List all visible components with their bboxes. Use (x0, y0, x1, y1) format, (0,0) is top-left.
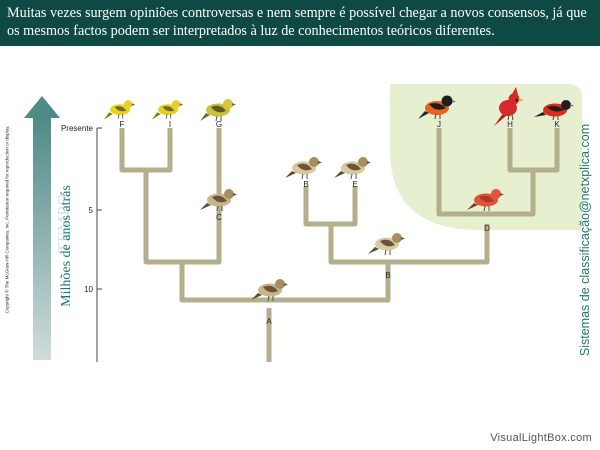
site-credit: Sistemas de classificação@netxplica.com (578, 123, 592, 357)
tree-branches (119, 128, 560, 362)
bird-h (494, 87, 524, 126)
node-label-b: B (385, 271, 390, 280)
tip-label-g: G (216, 120, 222, 129)
time-axis: Presente 5 10 (61, 124, 102, 362)
bird-a-ancestor (251, 279, 288, 302)
tip-label-e: E (352, 180, 357, 189)
tip-label-j: J (437, 120, 441, 129)
time-arrow (24, 96, 60, 360)
tip-label-h: H (507, 120, 513, 129)
phylogenetic-tree-diagram: Presente 5 10 F I G B E J H K C D B A (24, 84, 582, 362)
branch-right-split (328, 224, 490, 265)
tick-label-5: 5 (89, 206, 94, 215)
branch-root-split (179, 262, 391, 303)
bird-e (334, 157, 371, 180)
branch-d-split (436, 128, 536, 217)
bird-c-ancestor (200, 189, 237, 212)
tip-labels: F I G B E J H K (120, 120, 561, 189)
tip-label-b: B (303, 180, 308, 189)
bird-j (418, 95, 456, 120)
header-text: Muitas vezes surgem opiniões controversa… (7, 5, 587, 39)
branch-left-split (143, 170, 222, 265)
node-label-c: C (216, 213, 222, 222)
tip-label-i: I (169, 120, 171, 129)
header-banner: Muitas vezes surgem opiniões controversa… (0, 0, 600, 46)
node-label-d: D (484, 224, 490, 233)
bird-b (285, 157, 322, 180)
bird-i (151, 100, 184, 120)
years-axis-label: Milhões de anos atrás (59, 185, 74, 307)
bird-k (534, 100, 574, 121)
tick-label-presente: Presente (61, 124, 94, 133)
node-labels: C D B A (216, 213, 490, 326)
footer-watermark: VisualLightBox.com (490, 432, 592, 444)
bird-f (103, 100, 136, 120)
branch-f-i (119, 128, 173, 173)
copyright-notice: Copyright © The McGraw-Hill Companies, I… (4, 125, 10, 314)
bird-d-ancestor (467, 189, 504, 212)
bird-g (200, 99, 236, 122)
node-label-a: A (266, 317, 272, 326)
branch-h-k (507, 128, 560, 173)
tip-label-k: K (554, 120, 560, 129)
tip-label-f: F (120, 120, 125, 129)
branch-b-e (303, 186, 358, 227)
tick-label-10: 10 (84, 285, 93, 294)
bird-b-ancestor (368, 233, 405, 256)
